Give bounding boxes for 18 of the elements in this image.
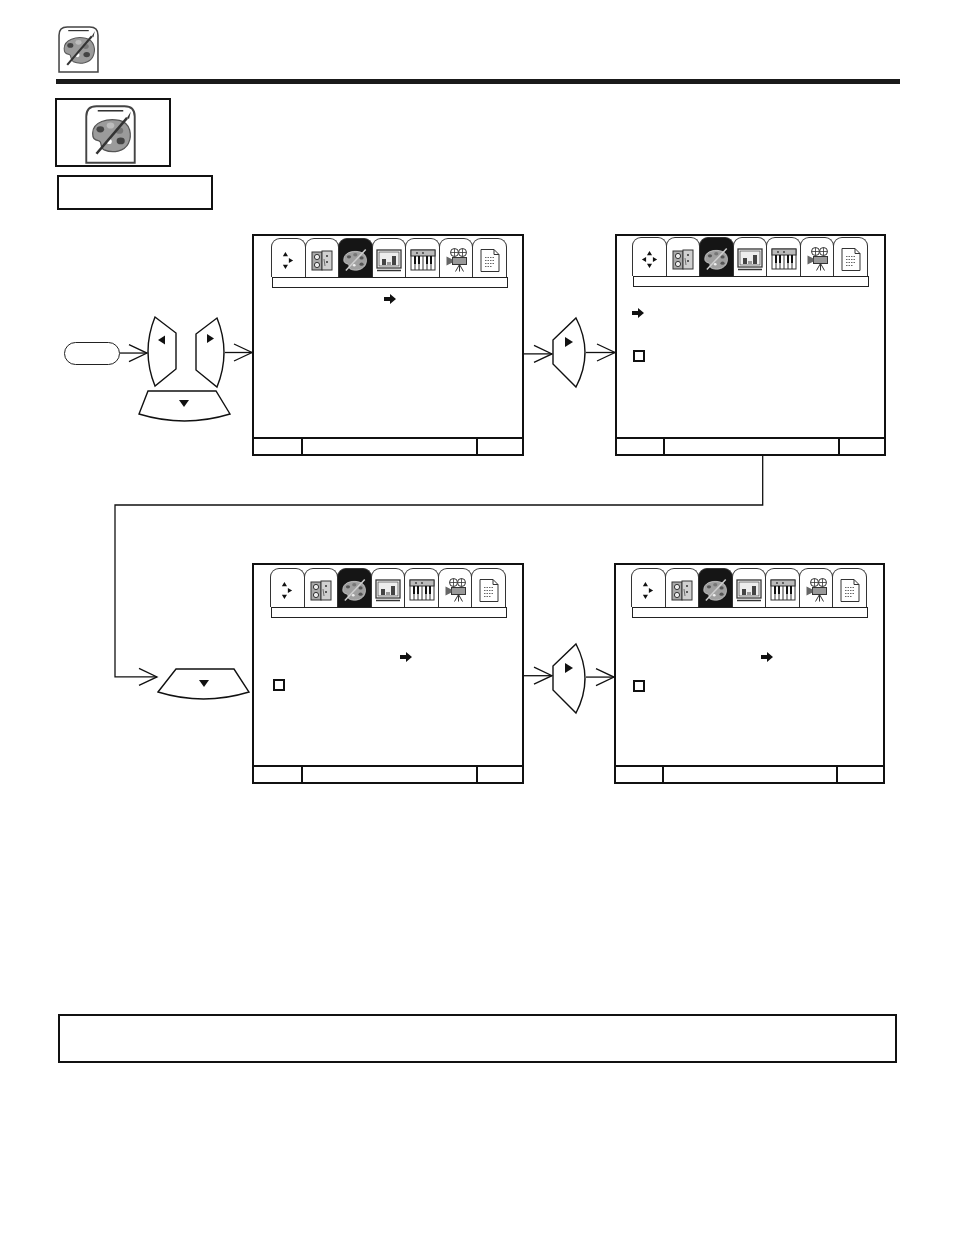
- menu-screen: [614, 563, 885, 784]
- menu-screen: [615, 234, 886, 456]
- flow-arrow: [224, 343, 253, 362]
- menu-screen: [252, 234, 524, 456]
- flow-arrow: [114, 455, 764, 687]
- menu-button: [64, 342, 120, 365]
- flow-arrow: [119, 343, 148, 363]
- flow-arrow: [523, 666, 553, 685]
- right-arrow-key: [194, 317, 225, 388]
- down-arrow-key: [157, 668, 250, 700]
- left-arrow-key: [147, 316, 177, 387]
- flow-arrow: [523, 344, 553, 364]
- flow-arrow: [585, 667, 615, 687]
- menu-screen: [252, 563, 524, 784]
- down-arrow-key: [138, 390, 231, 422]
- flow-arrow: [585, 343, 616, 362]
- right-arrow-key: [552, 317, 586, 388]
- right-arrow-key: [552, 643, 586, 714]
